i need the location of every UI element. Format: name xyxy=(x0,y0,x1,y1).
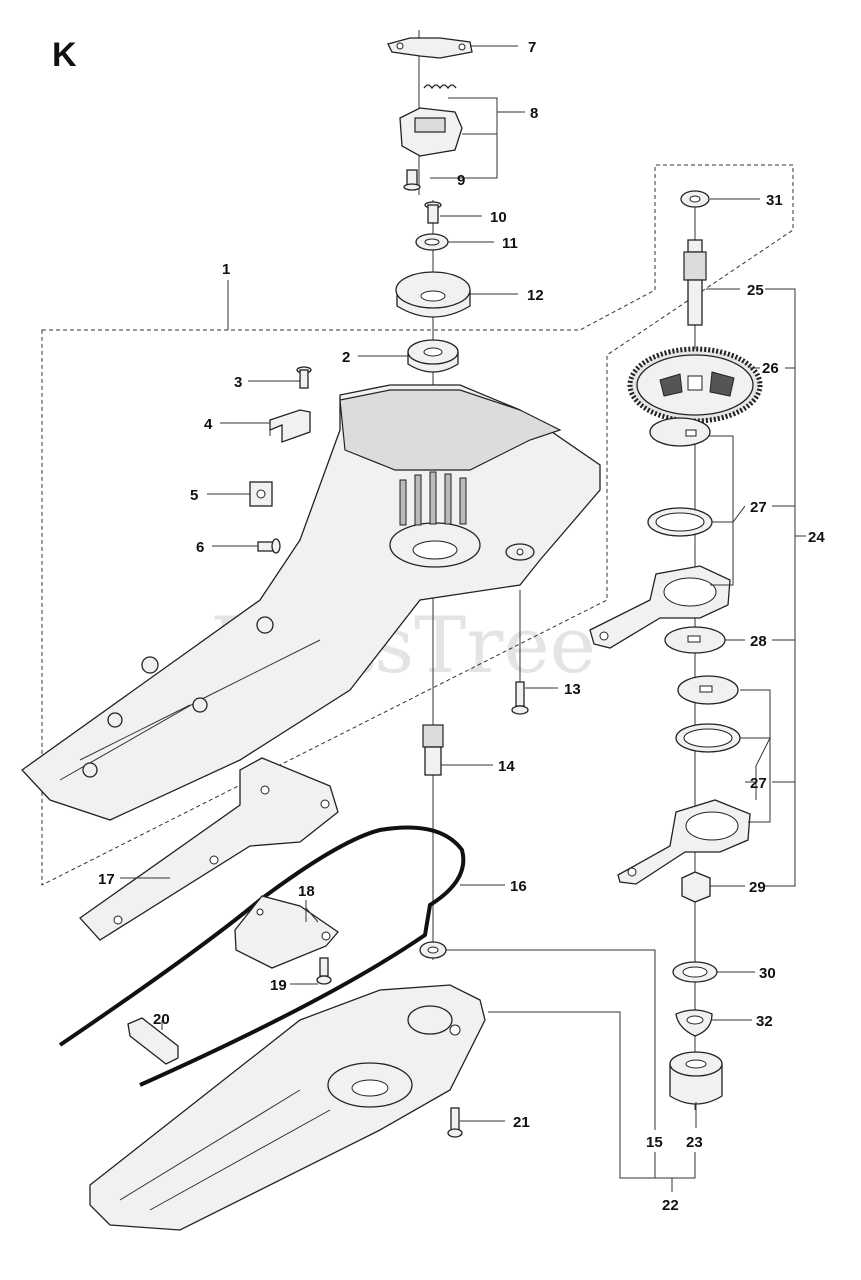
callout-2: 2 xyxy=(342,349,350,366)
callout-20: 20 xyxy=(153,1011,170,1028)
callout-9: 9 xyxy=(457,172,465,189)
callout-7: 7 xyxy=(528,39,536,56)
callout-28: 28 xyxy=(750,633,767,650)
callout-27-upper: 27 xyxy=(750,499,767,516)
part-30-bushing xyxy=(680,190,710,208)
callout-23: 23 xyxy=(686,1134,703,1151)
part-15-bearing xyxy=(419,941,447,959)
part-27-cam-lower xyxy=(677,675,739,705)
part-27-crank-lower xyxy=(617,799,751,885)
callout-6: 6 xyxy=(196,539,204,556)
part-28-washer xyxy=(664,626,726,654)
part-25-shaft xyxy=(683,239,707,326)
callout-4: 4 xyxy=(204,416,213,433)
callout-22: 22 xyxy=(662,1197,679,1214)
callout-31: 30 xyxy=(759,965,776,982)
part-11-washer xyxy=(415,233,449,251)
part-3-screw xyxy=(296,366,312,389)
part-7-plate xyxy=(387,37,473,59)
section-letter: K xyxy=(52,36,77,74)
callout-32: 32 xyxy=(756,1013,773,1030)
part-6-screw xyxy=(257,538,281,554)
callout-10: 10 xyxy=(490,209,507,226)
callout-11: 11 xyxy=(502,235,518,252)
part-4-bracket xyxy=(269,409,311,443)
part-21-screw xyxy=(447,1107,463,1138)
part-8-spring-block xyxy=(399,84,463,157)
part-17-plate xyxy=(79,757,339,941)
part-12-cup xyxy=(395,271,471,318)
part-27-cam-upper xyxy=(649,417,711,447)
callout-14: 14 xyxy=(498,758,515,775)
callout-15: 15 xyxy=(646,1134,663,1151)
callout-26: 26 xyxy=(762,360,779,377)
part-9-screw xyxy=(403,169,421,191)
part-27-crank-upper xyxy=(589,565,731,649)
part-2-bearing xyxy=(407,339,459,373)
part-5-clip xyxy=(249,481,273,507)
callout-29: 29 xyxy=(749,879,766,896)
part-20-block xyxy=(127,1017,179,1065)
callout-18: 18 xyxy=(298,883,315,900)
leader-lines xyxy=(120,45,806,1192)
callout-16: 16 xyxy=(510,878,527,895)
part-14-pinion xyxy=(422,724,444,776)
gear-cover-lower xyxy=(89,984,486,1231)
callout-13: 13 xyxy=(564,681,581,698)
part-27-bearing-lower xyxy=(675,723,741,753)
callout-27-lower: 27 xyxy=(750,775,767,792)
callout-1: 1 xyxy=(222,261,230,278)
callout-30: 31 xyxy=(766,192,783,209)
callout-8: 8 xyxy=(530,105,538,122)
part-32-seal xyxy=(675,1009,713,1037)
part-26-gear xyxy=(627,346,763,424)
callout-17: 17 xyxy=(98,871,115,888)
part-16-belt xyxy=(58,825,466,1087)
callout-21: 21 xyxy=(513,1114,530,1131)
part-18-bracket xyxy=(234,895,339,969)
callout-19: 19 xyxy=(270,977,287,994)
callout-5: 5 xyxy=(190,487,198,504)
callout-25: 25 xyxy=(747,282,764,299)
callout-12: 12 xyxy=(527,287,544,304)
callout-24: 24 xyxy=(808,529,825,546)
group-boundary-housing xyxy=(41,164,794,886)
callout-numbers: 7 8 9 10 11 12 1 2 3 4 5 6 13 14 17 16 1… xyxy=(98,39,825,1214)
part-1-gear-housing xyxy=(21,384,601,821)
part-31-washer xyxy=(672,961,718,983)
part-23-bearing xyxy=(669,1051,723,1105)
part-10-screw xyxy=(424,201,442,224)
callout-3: 3 xyxy=(234,374,242,391)
part-19-screw xyxy=(316,957,332,985)
part-29-nut xyxy=(681,871,711,903)
part-27-bearing-upper xyxy=(647,507,713,537)
